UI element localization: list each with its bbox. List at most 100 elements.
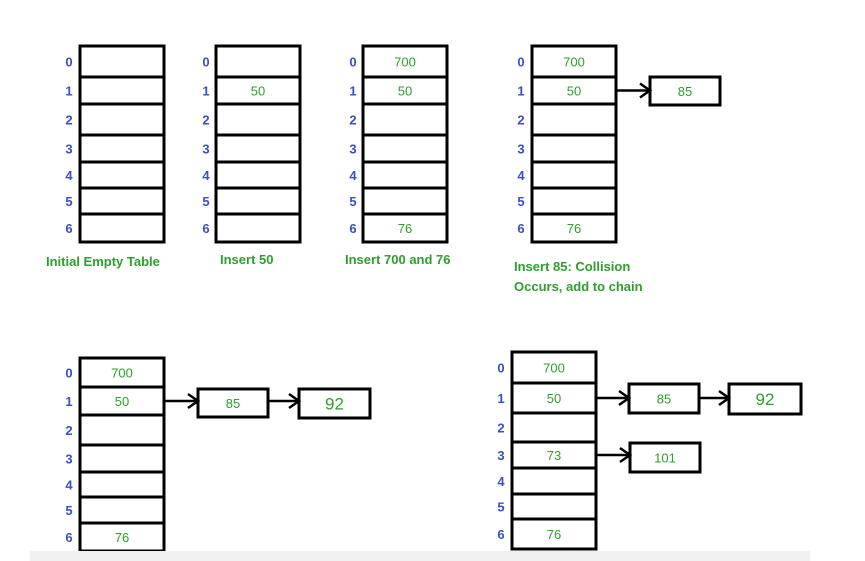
table-3-index-2: 2 <box>349 113 356 128</box>
table-6-chain-1-arrow-1 <box>596 389 632 407</box>
table-1-cell-0 <box>78 44 166 79</box>
table-3-index-5: 5 <box>349 194 356 209</box>
table-3-value-6: 76 <box>398 221 412 236</box>
table-5-index-5: 5 <box>65 503 72 518</box>
table-6-index-2: 2 <box>497 421 504 436</box>
table-2-index-5: 5 <box>202 194 209 209</box>
table-5-value-1: 50 <box>115 394 129 409</box>
hash-table-5: 0 700 1 50 2 3 4 5 6 76 85 92 <box>65 356 372 553</box>
table-4-cell-2 <box>530 102 618 137</box>
table-5-index-1: 1 <box>65 394 72 409</box>
table-1-index-5: 5 <box>65 194 72 209</box>
table-5-index-2: 2 <box>65 423 72 438</box>
table-3-cell-3 <box>361 133 449 164</box>
table-1-index-4: 4 <box>65 168 73 183</box>
table-1-cell-2 <box>78 102 166 137</box>
bottom-band <box>30 551 810 561</box>
table-6-chain-2-node-1-value: 101 <box>654 451 676 466</box>
arrow-head <box>618 389 632 407</box>
table-2-index-3: 3 <box>202 142 209 157</box>
table-5-cell-4 <box>78 470 166 499</box>
table-3-index-4: 4 <box>349 168 357 183</box>
table-1-index-6: 6 <box>65 221 72 236</box>
table-3-index-3: 3 <box>349 142 356 157</box>
table-6-index-6: 6 <box>497 527 504 542</box>
table-1-index-3: 3 <box>65 142 72 157</box>
table-3-value-1: 50 <box>398 84 412 99</box>
table-5-index-3: 3 <box>65 452 72 467</box>
table-1-caption-line-1: Initial Empty Table <box>46 254 160 269</box>
table-4-cell-3 <box>530 133 618 164</box>
table-6-index-1: 1 <box>497 391 504 406</box>
table-1-cell-1 <box>78 75 166 106</box>
table-6-chain-1-node-2 <box>727 382 803 416</box>
table-6-chain-1-node-1-value: 85 <box>657 392 671 407</box>
table-6-cell-2 <box>510 411 598 444</box>
table-5-index-4: 4 <box>65 478 73 493</box>
table-5-chain-1-node-1-value: 85 <box>226 396 240 411</box>
table-2-index-0: 0 <box>202 55 209 70</box>
table-6-value-3: 73 <box>547 448 561 463</box>
table-4-index-5: 5 <box>517 194 524 209</box>
table-4-caption-line-2: Occurs, add to chain <box>514 279 643 294</box>
table-6-chain-1-arrow-2 <box>699 389 732 407</box>
table-6-index-3: 3 <box>497 448 504 463</box>
table-4-index-1: 1 <box>517 84 524 99</box>
table-4-chain-1-arrow-1 <box>616 82 653 99</box>
table-2-cell-3 <box>214 133 302 164</box>
table-2-value-1: 50 <box>251 84 265 99</box>
table-4-index-3: 3 <box>517 142 524 157</box>
table-4-index-2: 2 <box>517 113 524 128</box>
table-3-cell-6 <box>361 212 449 244</box>
table-4-cell-4 <box>530 160 618 190</box>
table-4-index-6: 6 <box>517 221 524 236</box>
table-6-value-1: 50 <box>547 391 561 406</box>
table-3-caption-line-1: Insert 700 and 76 <box>345 252 451 267</box>
table-5-cell-5 <box>78 495 166 525</box>
table-1-cell-4 <box>78 160 166 190</box>
table-1-index-0: 0 <box>65 55 72 70</box>
table-1-index-1: 1 <box>65 84 72 99</box>
table-5-index-0: 0 <box>65 366 72 381</box>
arrow-head <box>718 389 732 407</box>
table-1-cell-3 <box>78 133 166 164</box>
table-6-cell-4 <box>510 466 598 496</box>
table-3-index-6: 6 <box>349 221 356 236</box>
table-6-index-0: 0 <box>497 361 504 376</box>
table-5-chain-1-arrow-1 <box>164 392 201 410</box>
table-6-cell-6 <box>510 517 598 551</box>
table-5-chain-1-node-2-value: 92 <box>325 395 344 414</box>
table-4-cell-6 <box>530 212 618 244</box>
table-4-index-0: 0 <box>517 55 524 70</box>
table-4-value-1: 50 <box>567 84 581 99</box>
table-5-chain-1-node-2 <box>297 387 372 420</box>
table-3-value-0: 700 <box>394 55 416 70</box>
table-6-index-4: 4 <box>497 474 505 489</box>
table-5-value-6: 76 <box>115 530 129 545</box>
table-3-cell-5 <box>361 186 449 216</box>
table-3-cell-2 <box>361 102 449 137</box>
table-6-cell-0 <box>510 350 598 385</box>
table-3-index-1: 1 <box>349 84 356 99</box>
table-6-chain-1-node-2-value: 92 <box>756 390 775 409</box>
table-5-index-6: 6 <box>65 530 72 545</box>
table-2-index-2: 2 <box>202 113 209 128</box>
table-1-cell-5 <box>78 186 166 216</box>
table-4-caption-line-1: Insert 85: Collision <box>514 259 630 274</box>
table-2-cell-2 <box>214 102 302 137</box>
table-6-value-0: 700 <box>543 361 565 376</box>
table-4-index-4: 4 <box>517 168 525 183</box>
table-5-value-0: 700 <box>111 366 133 381</box>
table-5-cell-2 <box>78 413 166 447</box>
table-2-cell-0 <box>214 44 302 79</box>
table-1-index-2: 2 <box>65 113 72 128</box>
table-4-value-0: 700 <box>563 55 585 70</box>
table-3-index-0: 0 <box>349 55 356 70</box>
table-3-cell-4 <box>361 160 449 190</box>
table-1-cell-6 <box>78 212 166 244</box>
table-5-chain-1-node-1 <box>196 387 270 419</box>
table-4-chain-1-node-1-value: 85 <box>678 84 692 99</box>
